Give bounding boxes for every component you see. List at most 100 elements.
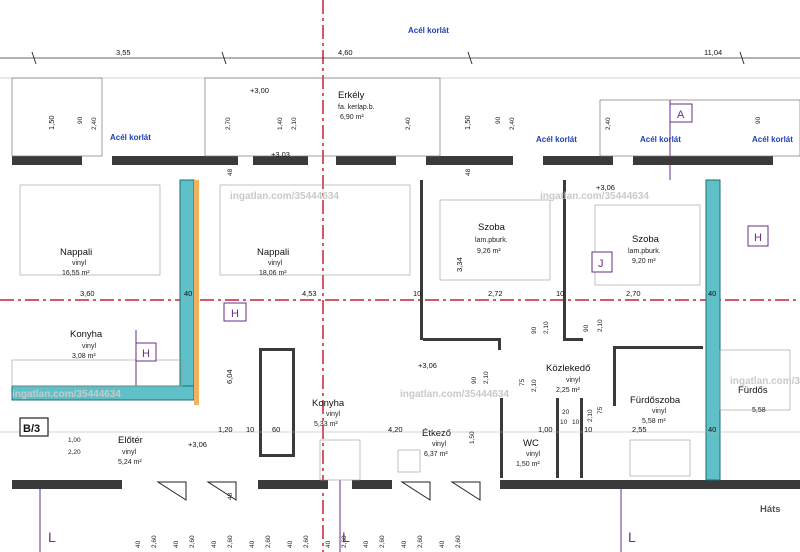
dimension: 40 (325, 540, 332, 548)
svg-text:10: 10 (572, 419, 580, 426)
room-name: Erkély (338, 90, 365, 101)
room-eloter: Előtér vinyl 5,24 m² (118, 435, 143, 466)
level-label: +3,03 (271, 150, 290, 159)
dimension: 60 (272, 425, 280, 434)
svg-text:5,58: 5,58 (752, 407, 766, 414)
svg-text:9,26 m²: 9,26 m² (477, 248, 501, 255)
svg-text:WC: WC (523, 438, 539, 449)
svg-text:10: 10 (560, 419, 568, 426)
dimension: 3,60 (80, 289, 95, 298)
misc-dimensions: 3,34 6,04 48 48 48 1,00 2,20 90 2,10 75 … (68, 168, 604, 500)
svg-text:vinyl: vinyl (268, 260, 282, 267)
tag-j: J (598, 258, 604, 270)
rail-labels: Acél korlát Acél korlát Acél korlát Acél… (110, 26, 793, 144)
svg-text:vinyl: vinyl (122, 449, 136, 456)
room-etkezo: Étkező vinyl 6,37 m² (422, 428, 451, 458)
svg-text:vinyl: vinyl (326, 411, 340, 418)
room-nappali-1: Nappali vinyl 16,55 m² (60, 247, 92, 277)
dimension: 2,60 (379, 535, 386, 548)
dimension: 10 (556, 289, 564, 298)
svg-text:5,58 m²: 5,58 m² (642, 418, 666, 425)
dimension: 11,04 (704, 48, 722, 57)
svg-text:Szoba: Szoba (478, 222, 506, 233)
watermark: ingatlan.com/35444634 (230, 191, 339, 202)
svg-text:48: 48 (465, 168, 472, 176)
room-nappali-2: Nappali vinyl 18,06 m² (257, 247, 289, 277)
room-szoba-2: Szoba lam.pburk. 9,20 m² (628, 234, 661, 265)
room-finish: fa. kerlap.b. (338, 104, 375, 111)
dimension: 2,70 (626, 289, 641, 298)
dimension: 2,40 (509, 117, 516, 130)
level-labels: +3,00 +3,03 +3,06 +3,06 +3,06 (188, 86, 615, 449)
dimension: 40 (401, 540, 408, 548)
svg-text:1,50: 1,50 (469, 431, 476, 444)
dimension: 40 (363, 540, 370, 548)
room-konyha-1: Konyha vinyl 3,08 m² (70, 329, 103, 360)
svg-text:vinyl: vinyl (82, 343, 96, 350)
dimension: 10 (413, 289, 421, 298)
fixtures (11, 184, 791, 481)
dimension: 4,20 (388, 425, 403, 434)
svg-text:2,25 m²: 2,25 m² (556, 387, 580, 394)
insulated-walls (11, 179, 721, 481)
dimension: 2,70 (225, 117, 232, 130)
svg-text:2,10: 2,10 (543, 321, 550, 334)
svg-text:Étkező: Étkező (422, 428, 451, 439)
dimension: 1,40 (277, 117, 284, 130)
svg-text:Szoba: Szoba (632, 234, 660, 245)
dimension: 2,10 (291, 117, 298, 130)
room-area: 6,90 m² (340, 114, 364, 121)
room-szoba-1: Szoba lam.pburk. 9,26 m² (475, 222, 508, 255)
svg-text:48: 48 (227, 168, 234, 176)
watermark: ingatlan.com/35444634 (400, 389, 509, 400)
dimension: 90 (77, 116, 84, 124)
level-label: +3,06 (188, 440, 207, 449)
top-dimensions: 3,55 4,60 11,04 (116, 48, 722, 57)
dimension: 10 (584, 425, 592, 434)
svg-text:1,50 m²: 1,50 m² (516, 461, 540, 468)
svg-text:20: 20 (562, 409, 570, 416)
dimension: 40 (249, 540, 256, 548)
dimension: 1,00 (538, 425, 553, 434)
svg-text:5,24 m²: 5,24 m² (118, 459, 142, 466)
tag-h: H (231, 308, 239, 320)
room-furdoszoba-2: Fürdős 5,58 (738, 385, 768, 414)
dimension: 90 (495, 116, 502, 124)
svg-text:16,55 m²: 16,55 m² (62, 270, 90, 277)
room-labels: Nappali vinyl 16,55 m² Nappali vinyl 18,… (60, 222, 768, 468)
svg-text:90: 90 (471, 376, 478, 384)
svg-text:9,20 m²: 9,20 m² (632, 258, 656, 265)
svg-text:Nappali: Nappali (60, 247, 92, 258)
dimension: 40 (135, 540, 142, 548)
dimension: 2,60 (265, 535, 272, 548)
svg-text:lam.pburk.: lam.pburk. (475, 237, 508, 244)
svg-text:90: 90 (531, 326, 538, 334)
dimension: 2,55 (632, 425, 647, 434)
svg-text:5,33 m²: 5,33 m² (314, 421, 338, 428)
room-kozlekedo: Közlekedő vinyl 2,25 m² (546, 363, 590, 394)
rail-label: Acél korlát (408, 26, 449, 35)
tag-l: L (48, 529, 56, 545)
level-label: +3,00 (250, 86, 269, 95)
dimension: 2,60 (151, 535, 158, 548)
svg-text:3,34: 3,34 (455, 257, 464, 272)
tag-l: L (628, 529, 636, 545)
dimension: 40 (173, 540, 180, 548)
svg-text:Előtér: Előtér (118, 435, 143, 446)
dimension: 2,60 (341, 535, 348, 548)
svg-text:vinyl: vinyl (652, 408, 666, 415)
watermark: ingatlan.com/35444634 (540, 191, 649, 202)
vertical-dimensions: 1,50 90 2,40 2,70 1,40 2,10 2,40 1,50 90… (47, 115, 762, 130)
room-wc: WC vinyl 1,50 m² (516, 438, 540, 468)
svg-text:lam.pburk.: lam.pburk. (628, 248, 661, 255)
dimension: 2,60 (227, 535, 234, 548)
dimension: 40 (287, 540, 294, 548)
rail-label: Acél korlát (110, 133, 151, 142)
dimension: 2,40 (605, 117, 612, 130)
svg-text:6,04: 6,04 (225, 369, 234, 384)
tag-h: H (142, 348, 150, 360)
dimension: 3,55 (116, 48, 131, 57)
svg-text:Konyha: Konyha (312, 398, 345, 409)
